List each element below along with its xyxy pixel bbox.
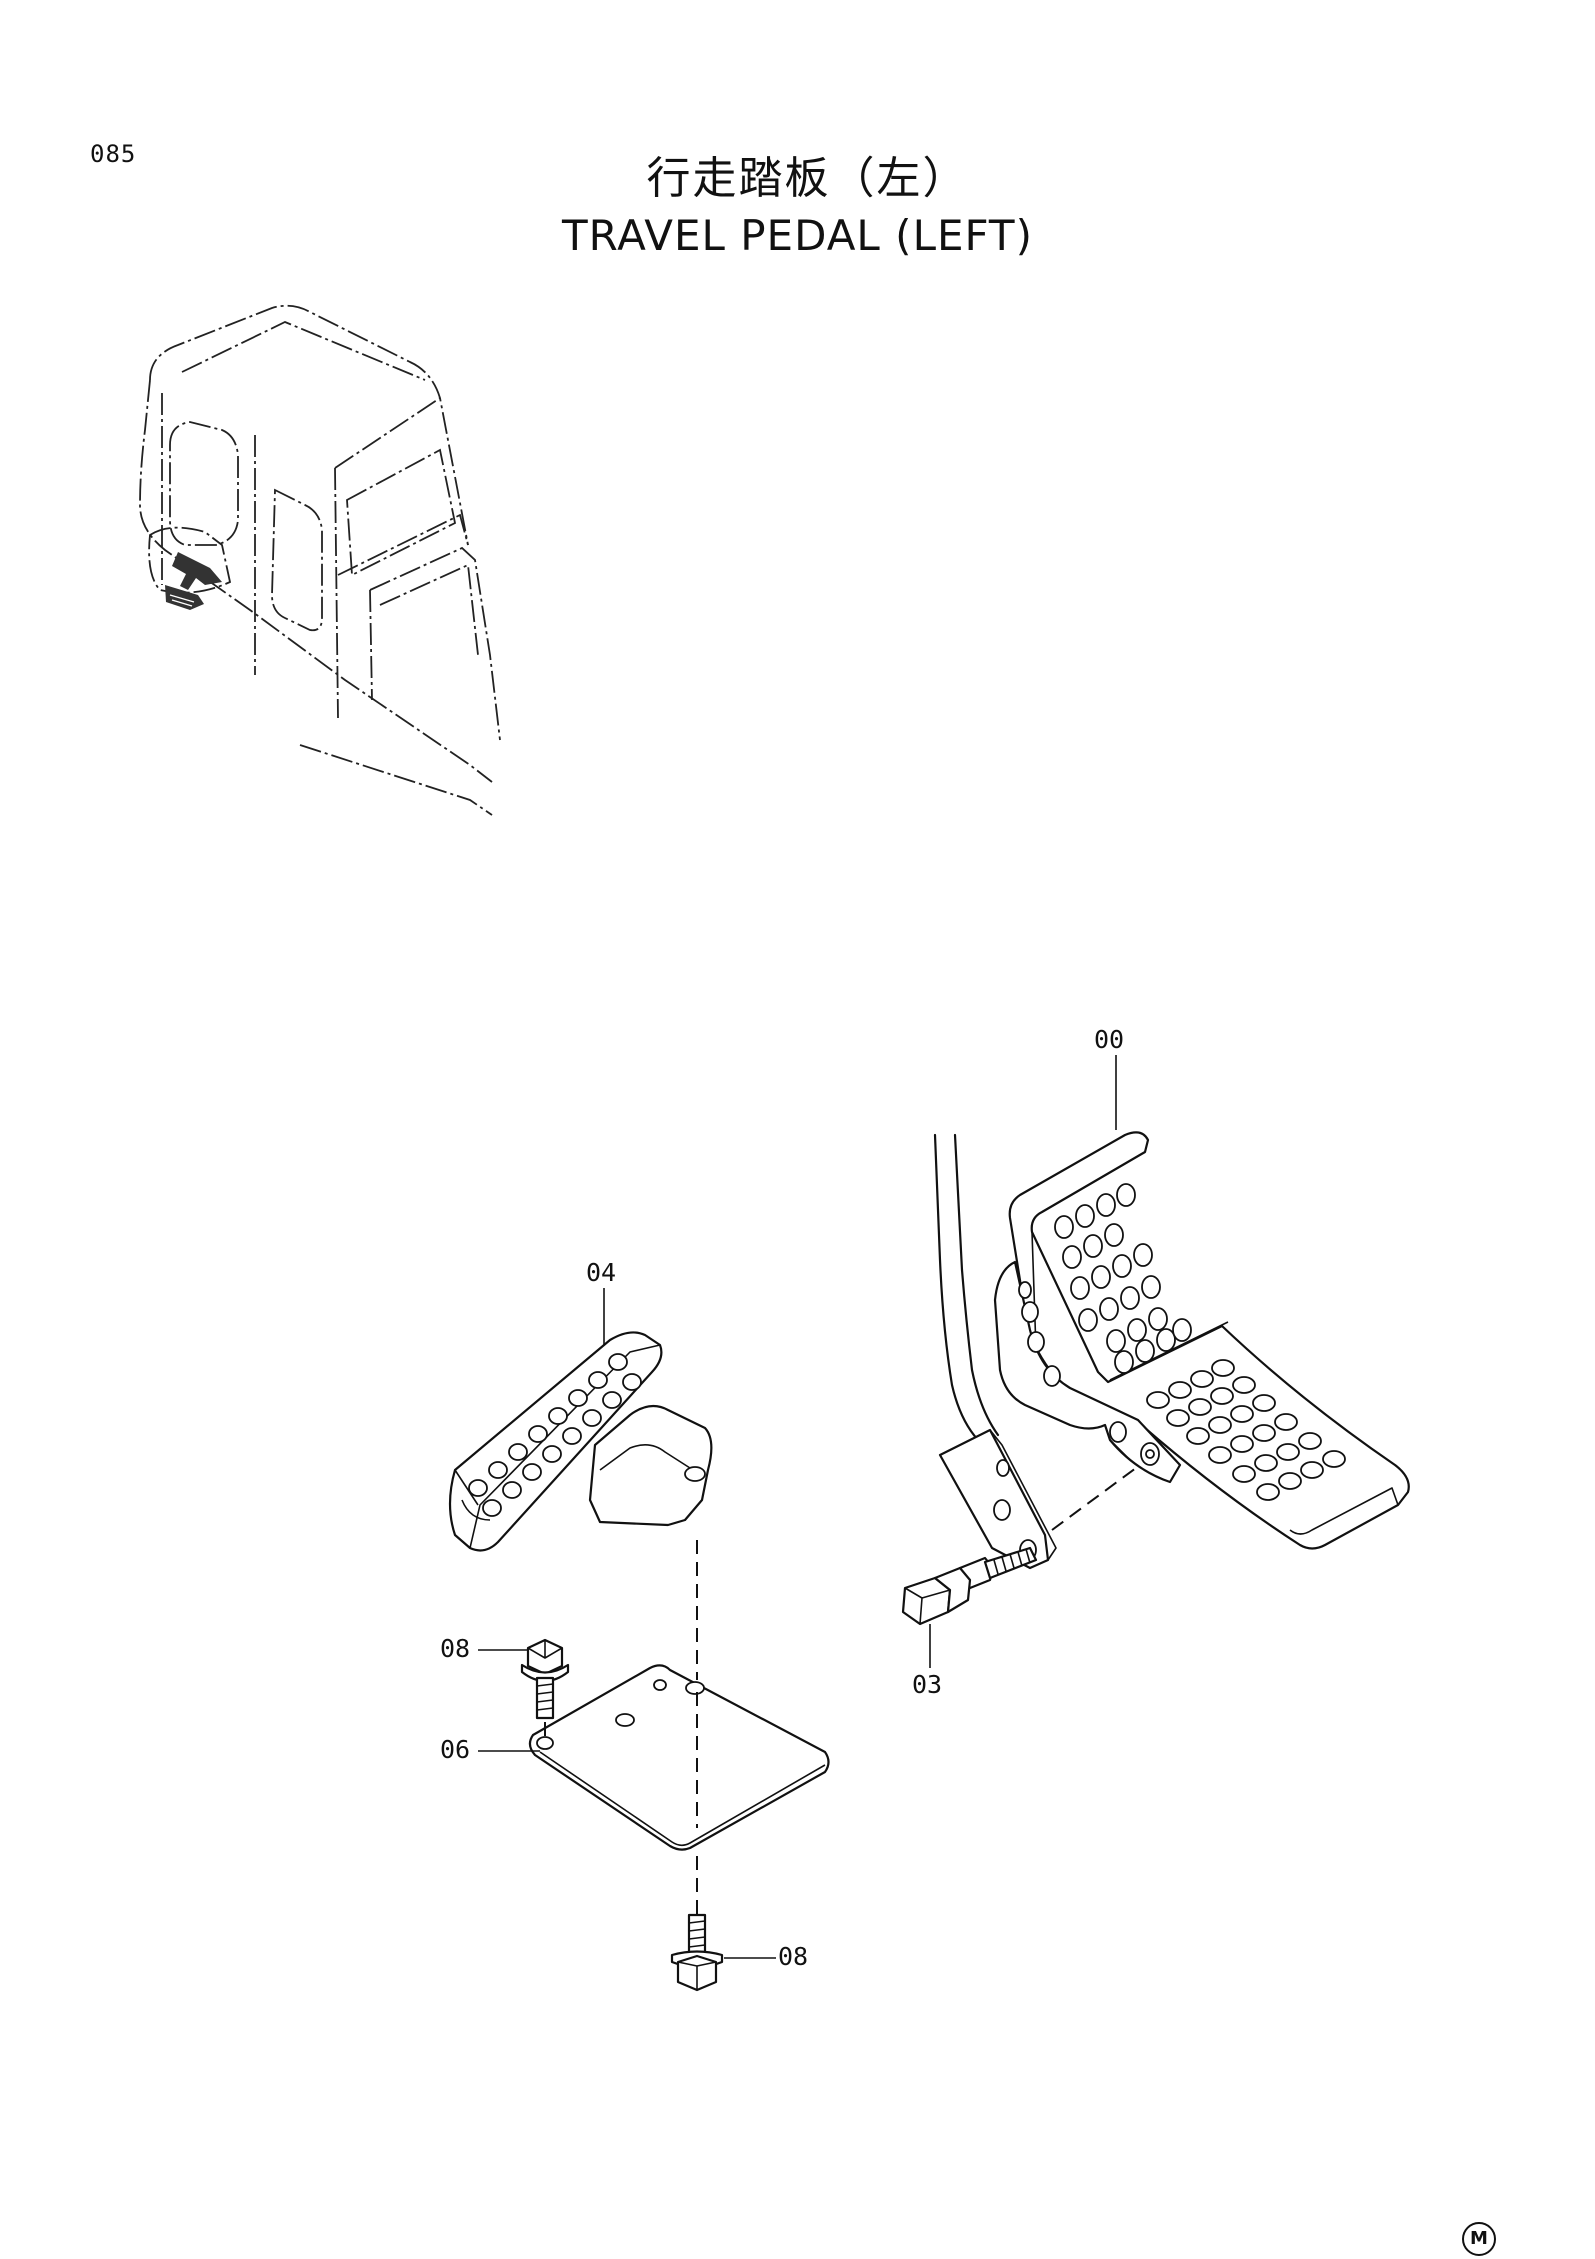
part-06-plate [528,1664,830,1915]
cab-overview-drawing [139,304,501,816]
callout-leaders [478,1055,1117,1959]
pedal-04-studs [468,1353,642,1517]
title-block: 行走踏板（左） TRAVEL PEDAL (LEFT) [0,150,1595,264]
callout-06: 06 [440,1735,471,1764]
callout-08-lower: 08 [778,1942,809,1971]
part-08-lower-bolt [670,1913,724,1992]
callout-00: 00 [1094,1025,1125,1054]
callout-04: 04 [586,1258,617,1287]
title-japanese: 行走踏板（左） [646,153,969,204]
m-mark: M [1462,2222,1496,2256]
part-03-bolt [901,1546,1038,1626]
title-english: TRAVEL PEDAL (LEFT) [562,211,1033,260]
part-08-upper-bolt [520,1638,570,1738]
page-number: 085 [90,140,137,168]
callout-03: 03 [912,1670,943,1699]
callout-08-upper: 08 [440,1634,471,1663]
part-00-pedal-assembly [933,1131,1410,1570]
part-04-pedal [448,1331,713,1680]
pedal-00-lower-studs [1146,1359,1346,1501]
pedal-00-studs [1054,1183,1192,1374]
